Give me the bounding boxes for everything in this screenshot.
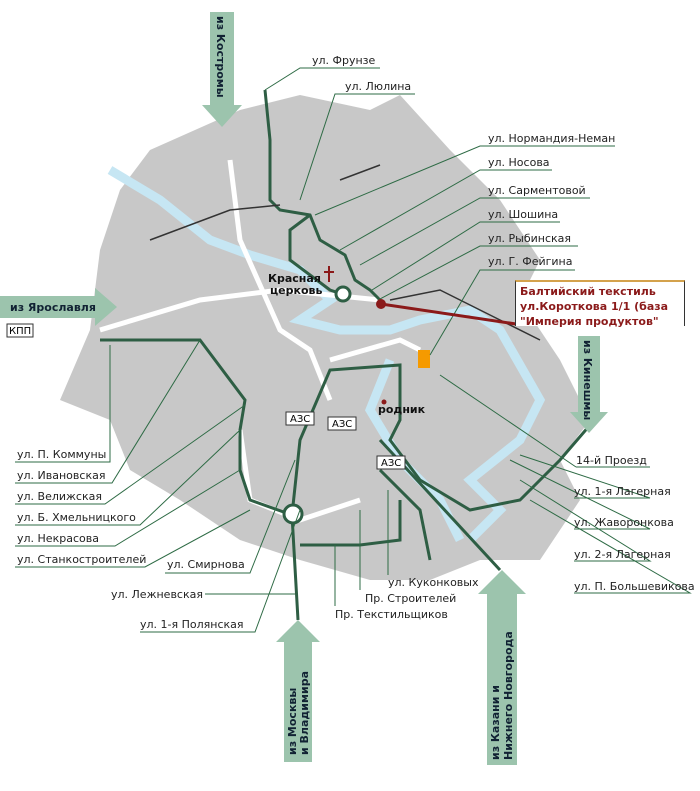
arrow-from-kazan: из Казани и Нижнего Новгорода [478, 570, 526, 765]
street-label-velizhskaya: ул. Велижская [17, 490, 102, 503]
destination-building [418, 350, 430, 368]
svg-text:АЗС: АЗС [290, 414, 310, 425]
roundabout-center [334, 285, 352, 303]
street-label-khmelnitskogo: ул. Б. Хмельницкого [17, 511, 136, 524]
gas-station-3: АЗС [376, 455, 406, 470]
street-label-lezhnevskaya: ул. Лежневская [111, 588, 203, 601]
svg-text:из Казани и: из Казани и [489, 685, 502, 760]
street-label-kukonkovykh: ул. Куконковых [388, 576, 479, 589]
svg-text:из Ярославля: из Ярославля [10, 301, 96, 314]
street-label-stroiteley: Пр. Строителей [365, 592, 456, 605]
street-label-14-proezd: 14-й Проезд [576, 454, 647, 467]
svg-text:АЗС: АЗС [332, 419, 352, 430]
checkpoint: КПП [6, 323, 34, 338]
street-label-nekrasova: ул. Некрасова [17, 532, 99, 545]
arrow-from-kineshma: из Кинешмы [570, 336, 608, 433]
svg-text:из Москвы: из Москвы [286, 688, 299, 755]
street-label-2-lagernaya: ул. 2-я Лагерная [574, 548, 671, 561]
street-label-rybinskaya: ул. Рыбинская [488, 232, 571, 245]
church-icon [324, 266, 334, 282]
street-label-lyulina: ул. Люлина [345, 80, 411, 93]
arrow-from-kostroma: из Костромы [202, 12, 242, 127]
city-area [60, 95, 590, 580]
svg-text:КПП: КПП [9, 326, 31, 337]
svg-text:АЗС: АЗС [381, 458, 401, 469]
street-label-nosova: ул. Носова [488, 156, 550, 169]
street-label-feygina: ул. Г. Фейгина [488, 255, 572, 268]
destination-base: "Империя продуктов" [520, 315, 659, 328]
destination-callout: Балтийский текстиль ул.Короткова 1/1 (ба… [515, 280, 685, 328]
spring-label: родник [378, 403, 426, 416]
streets-white [99, 159, 422, 523]
street-label-1-lagernaya: ул. 1-я Лагерная [574, 485, 671, 498]
street-label-bolshevikova: ул. П. Большевикова [574, 580, 695, 593]
church-label-2: церковь [270, 284, 322, 297]
street-label-normandiya: ул. Нормандия-Неман [488, 132, 615, 145]
street-label-stankostroiteley: ул. Станкостроителей [17, 553, 146, 566]
street-label-shoshina: ул. Шошина [488, 208, 558, 221]
leader-lines [15, 67, 692, 633]
gas-station-2: АЗС [327, 416, 357, 431]
svg-text:из Костромы: из Костромы [214, 16, 227, 98]
street-label-polyanskaya: ул. 1-я Полянская [140, 618, 244, 631]
svg-text:Нижнего Новгорода: Нижнего Новгорода [502, 631, 515, 760]
svg-text:и Владимира: и Владимира [298, 671, 311, 755]
street-label-ivanovskaya: ул. Ивановская [17, 469, 105, 482]
svg-text:из Кинешмы: из Кинешмы [581, 340, 594, 420]
arrow-from-yaroslavl: из Ярославля [0, 288, 117, 326]
gas-station-1: АЗС [285, 411, 315, 426]
street-label-tekstilshchikov: Пр. Текстильщиков [335, 608, 448, 621]
street-label-zhavoronkova: ул. Жаворонкова [574, 516, 674, 529]
street-label-frunze: ул. Фрунзе [312, 54, 376, 67]
arrow-from-moscow: из Москвы и Владимира [276, 620, 320, 762]
church-label-1: Красная [268, 272, 321, 285]
spring-icon [381, 399, 387, 405]
destination-name: Балтийский текстиль [520, 285, 656, 298]
street-label-smirnova: ул. Смирнова [167, 558, 245, 571]
street-label-p-kommuny: ул. П. Коммуны [17, 448, 106, 461]
destination-pointer [380, 302, 517, 326]
street-label-sarmentovoy: ул. Сарментовой [488, 184, 586, 197]
roundabout-south [282, 503, 304, 525]
destination-address: ул.Короткова 1/1 (база [520, 300, 669, 313]
